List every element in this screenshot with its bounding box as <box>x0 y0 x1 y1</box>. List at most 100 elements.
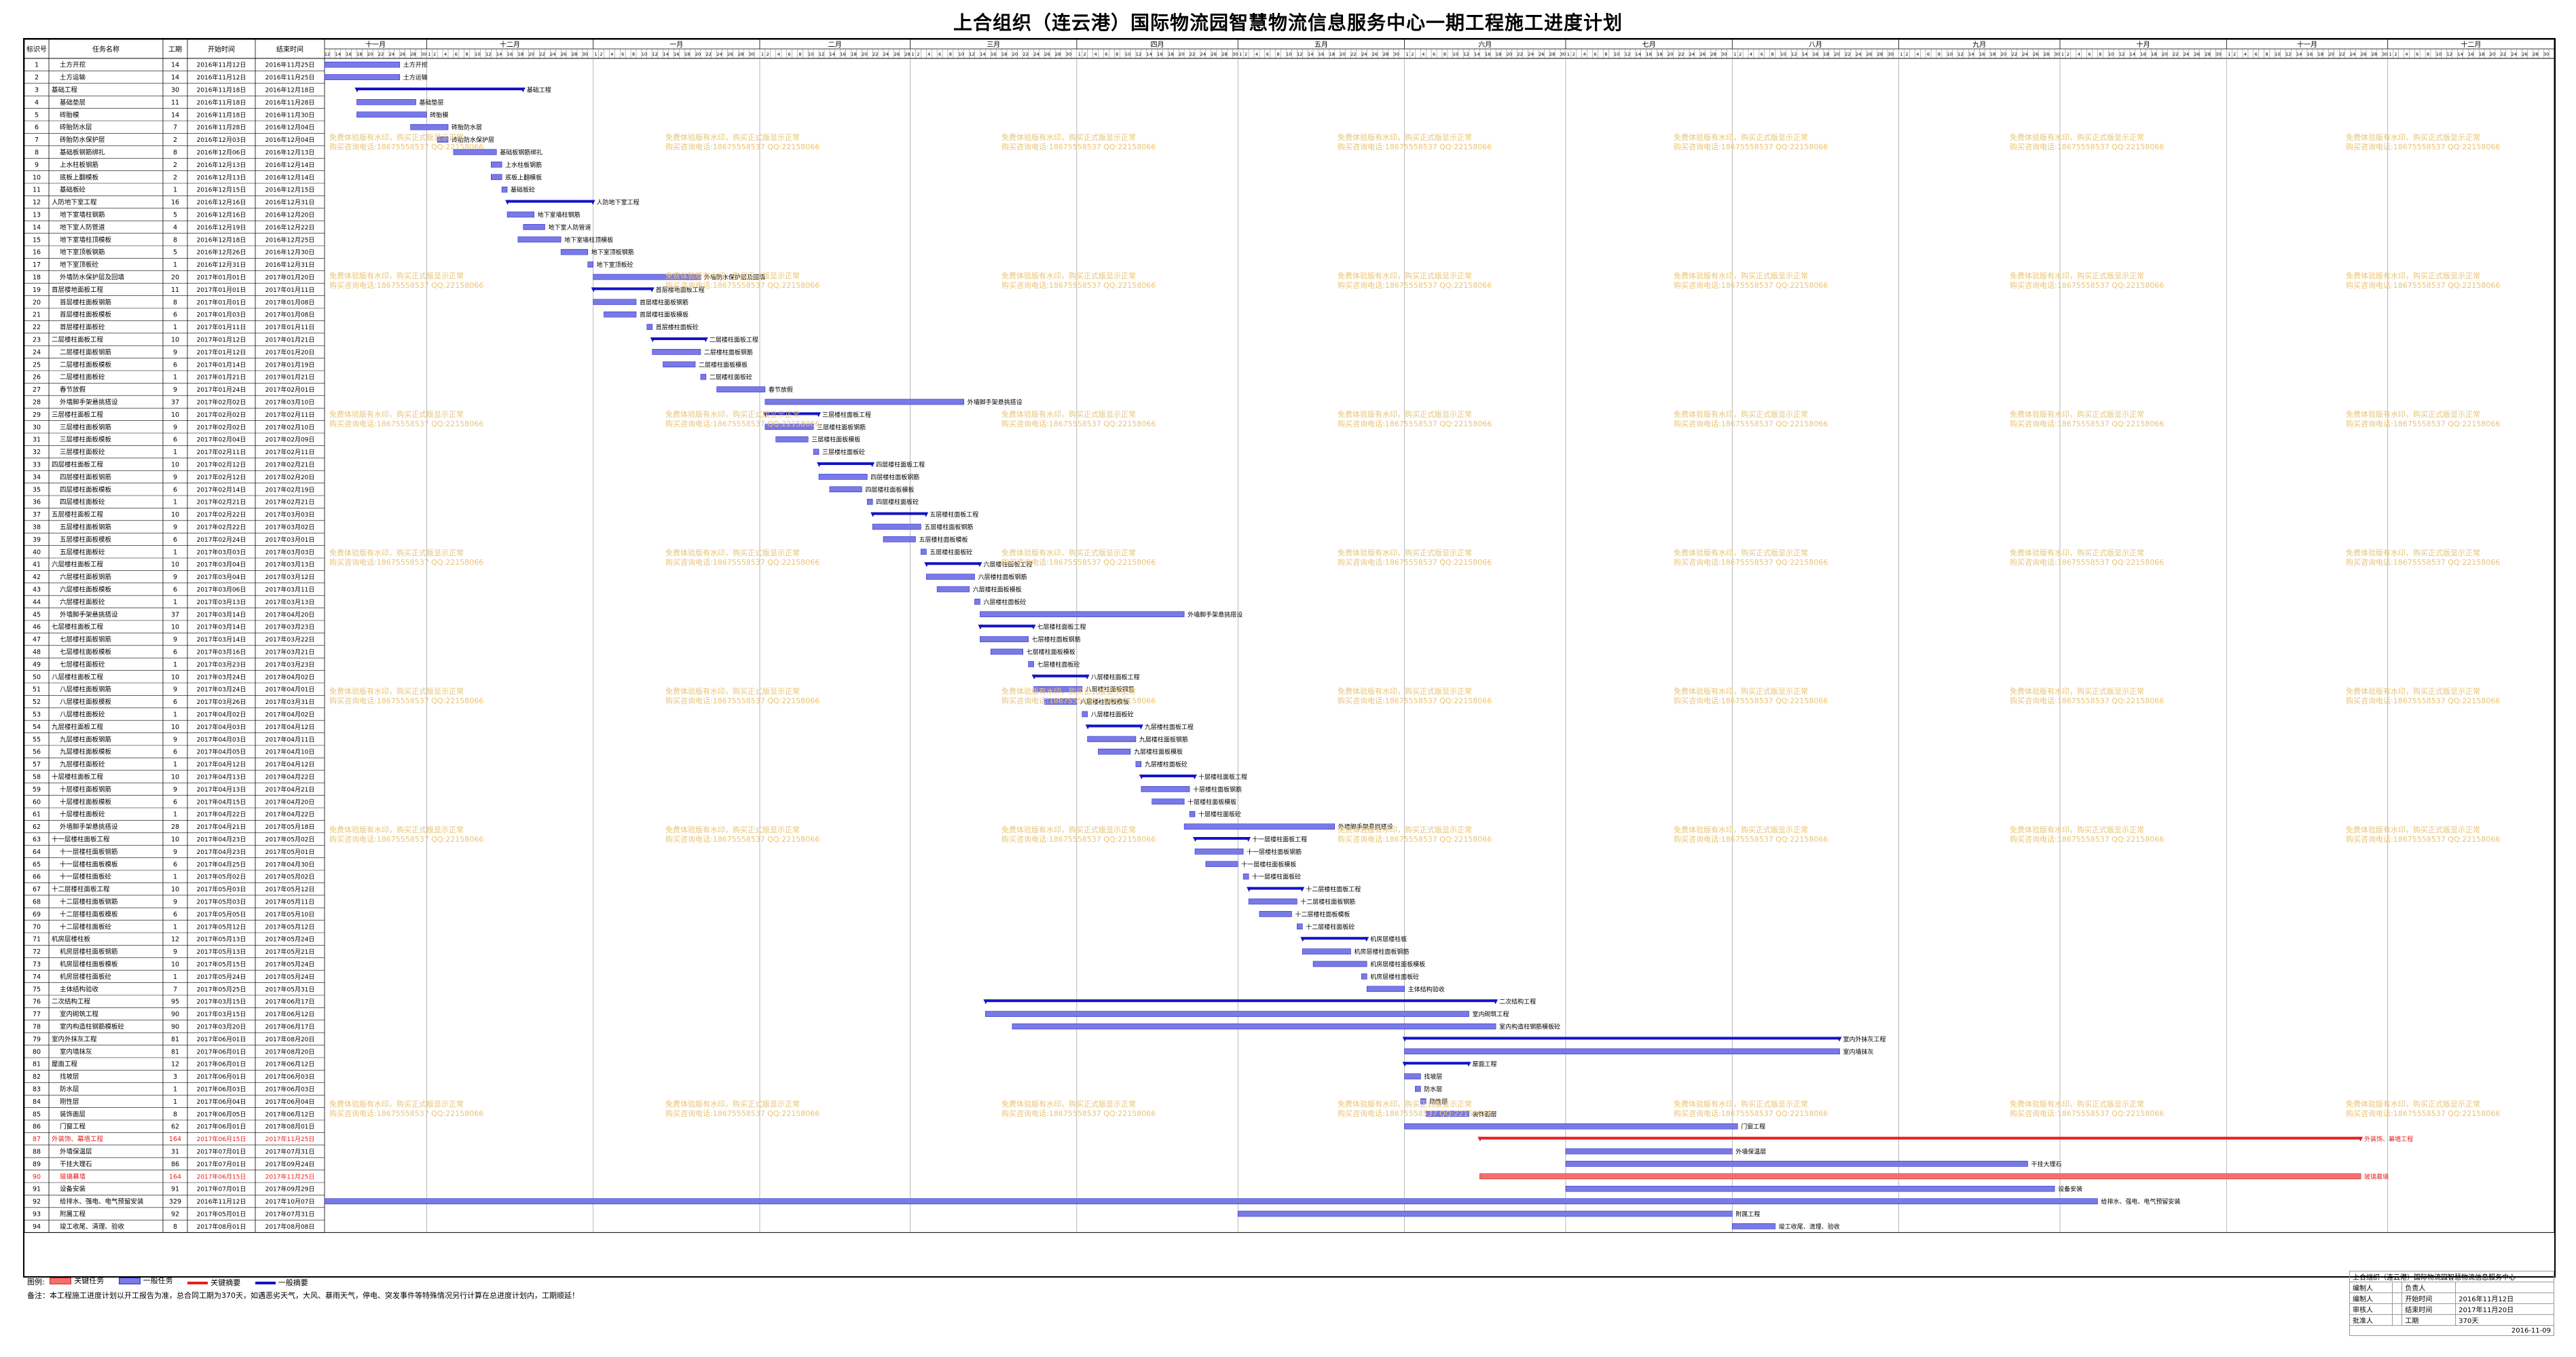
task-duration: 6 <box>173 649 177 656</box>
summary-bar-cap-end <box>1466 1062 1471 1067</box>
task-duration: 95 <box>171 999 179 1006</box>
task-bar <box>560 248 589 255</box>
task-bar-label: 十二层楼柱面板砼 <box>1306 923 1355 931</box>
task-no: 57 <box>33 761 41 768</box>
task-start: 2017年05月01日 <box>197 1210 246 1219</box>
task-end: 2017年04月22日 <box>265 773 315 781</box>
task-bar-label: 二次结构工程 <box>1499 998 1536 1006</box>
task-start: 2017年02月02日 <box>197 411 246 419</box>
task-no: 60 <box>33 798 41 806</box>
task-duration: 1 <box>173 874 177 881</box>
task-end: 2017年05月12日 <box>265 923 315 931</box>
day-label: 16 <box>1319 52 1324 57</box>
task-no: 94 <box>33 1223 41 1231</box>
task-end: 2017年03月03日 <box>265 548 315 556</box>
task-end: 2017年08月08日 <box>265 1223 315 1231</box>
task-name: 三层楼柱面板钢筋 <box>60 423 111 431</box>
task-no: 83 <box>33 1086 41 1094</box>
day-label: 1 <box>1733 52 1736 57</box>
summary-bar-cap-start <box>1402 1062 1407 1067</box>
task-bar-label: 五层楼柱面板工程 <box>930 510 978 519</box>
day-label: 22 <box>706 52 712 57</box>
task-end: 2017年11月25日 <box>265 1172 315 1181</box>
task-duration: 6 <box>173 861 177 868</box>
day-label: 1 <box>1078 52 1081 57</box>
day-label: 8 <box>1771 52 1774 57</box>
task-start: 2016年11月18日 <box>197 111 246 119</box>
task-bar <box>866 498 873 505</box>
day-label: 2 <box>1572 52 1575 57</box>
summary-bar <box>819 462 873 465</box>
task-bar <box>1479 1173 2361 1180</box>
day-label: 16 <box>2468 52 2473 57</box>
summary-bar-cap-start <box>505 200 511 205</box>
task-no: 63 <box>33 836 41 844</box>
task-duration: 9 <box>173 948 177 956</box>
task-start: 2017年04月13日 <box>197 785 246 794</box>
task-end: 2017年02月09日 <box>265 436 315 444</box>
day-label: 22 <box>1678 52 1684 57</box>
task-duration: 6 <box>173 911 177 918</box>
day-label: 26 <box>894 52 900 57</box>
day-label: 2 <box>433 52 436 57</box>
day-label: 4 <box>1750 52 1752 57</box>
day-label: 26 <box>1539 52 1544 57</box>
task-duration: 5 <box>173 212 177 219</box>
task-name: 六层楼柱面板钢筋 <box>60 573 111 581</box>
task-start: 2017年04月25日 <box>197 860 246 868</box>
task-no: 85 <box>33 1111 41 1118</box>
task-end: 2016年12月18日 <box>265 86 315 94</box>
summary-bar <box>926 562 980 565</box>
page-title: 上合组织（连云港）国际物流园智慧物流信息服务中心一期工程施工进度计划 <box>953 12 1623 34</box>
month-label: 六月 <box>1478 41 1492 49</box>
task-start: 2017年03月15日 <box>197 998 246 1006</box>
task-bar <box>324 61 401 68</box>
task-no: 50 <box>33 673 41 681</box>
day-label: 12 <box>819 52 824 57</box>
task-name: 七层楼柱面板模板 <box>60 648 112 656</box>
task-duration: 1 <box>173 761 177 768</box>
task-start: 2017年02月21日 <box>197 498 246 506</box>
task-bar-label: 玻璃幕墙 <box>2364 1172 2389 1181</box>
task-name: 九层楼柱面板砼 <box>60 760 105 768</box>
task-no: 69 <box>33 911 41 918</box>
task-no: 66 <box>33 874 41 881</box>
task-bar <box>324 1198 2098 1204</box>
task-name: 五层楼柱面板砼 <box>60 548 105 556</box>
task-no: 93 <box>33 1211 41 1219</box>
day-label: 24 <box>2350 52 2355 57</box>
task-duration: 86 <box>171 1161 179 1168</box>
task-name: 首层楼柱面板砼 <box>60 323 105 331</box>
day-label: 8 <box>1604 52 1607 57</box>
task-bar-label: 机房层楼柱面板砼 <box>1370 973 1419 981</box>
task-start: 2017年04月23日 <box>197 836 246 844</box>
legend: 图例: 关键任务 一般任务 关键摘要 一般摘要 <box>27 1276 318 1288</box>
task-start: 2017年03月13日 <box>197 598 246 606</box>
task-end: 2017年03月31日 <box>265 698 315 706</box>
day-label: 24 <box>1528 52 1533 57</box>
day-label: 14 <box>335 52 341 57</box>
day-label: 16 <box>346 52 351 57</box>
task-name: 二次结构工程 <box>52 998 91 1006</box>
task-bar <box>921 549 927 555</box>
task-bar <box>1259 911 1292 917</box>
day-label: 4 <box>1255 52 1258 57</box>
task-end: 2017年05月02日 <box>265 873 315 881</box>
day-label: 2 <box>1084 52 1086 57</box>
day-label: 24 <box>1856 52 1861 57</box>
task-start: 2017年05月24日 <box>197 973 246 981</box>
month-label: 十月 <box>2137 40 2150 49</box>
task-end: 2017年04月20日 <box>265 798 315 806</box>
task-bar <box>1033 686 1083 692</box>
day-label: 26 <box>1866 52 1872 57</box>
task-start: 2017年03月23日 <box>197 661 246 669</box>
task-start: 2016年11月12日 <box>197 73 246 81</box>
task-bar-label: 人防地下室工程 <box>597 198 640 206</box>
day-label: 2 <box>1905 52 1908 57</box>
month-label: 十二月 <box>500 40 520 49</box>
task-no: 32 <box>33 449 41 456</box>
task-bar-label: 防水层 <box>1424 1085 1442 1094</box>
task-bar-label: 七层楼柱面板工程 <box>1037 623 1086 631</box>
task-end: 2016年11月28日 <box>265 98 315 107</box>
